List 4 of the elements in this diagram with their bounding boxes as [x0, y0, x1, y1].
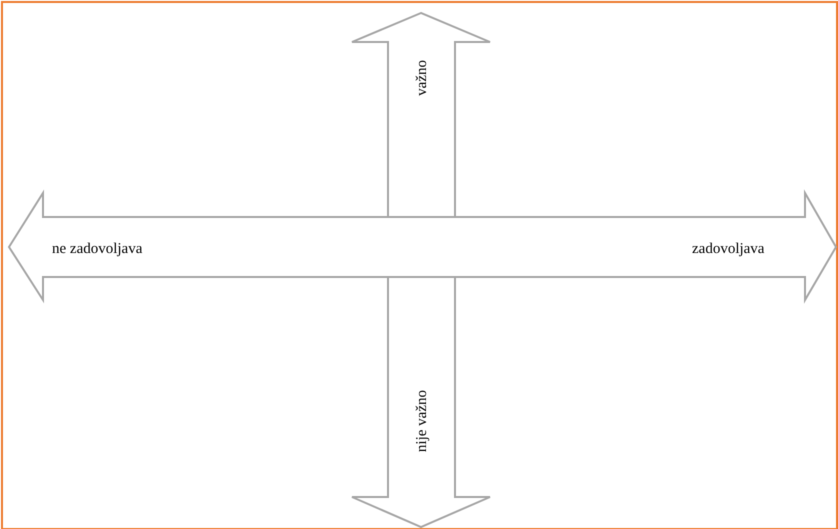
axis-label: nije važno — [413, 390, 431, 452]
axis-label: važno — [413, 60, 431, 96]
axis-label: ne zadovoljava — [52, 240, 142, 258]
axis-label: zadovoljava — [692, 240, 764, 258]
